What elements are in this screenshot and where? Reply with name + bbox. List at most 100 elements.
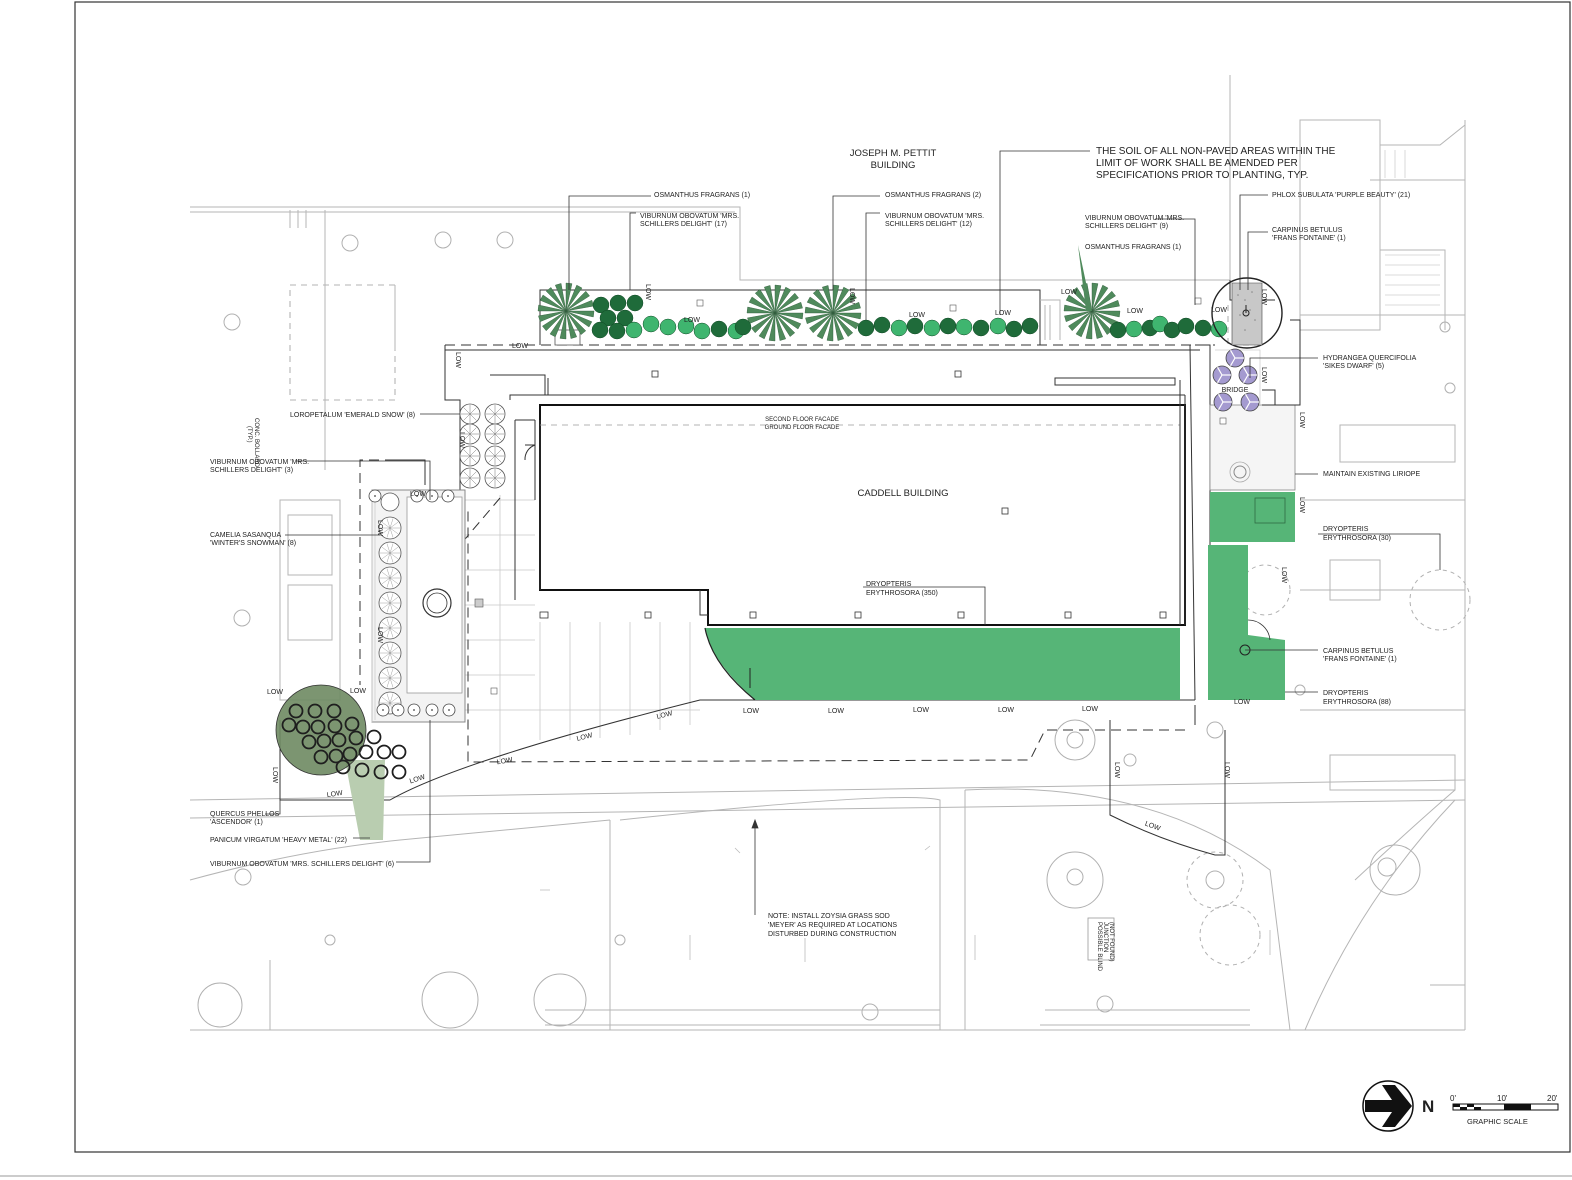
viburnum-shrub <box>659 318 677 336</box>
ground-floor-facade-label: GROUND FLOOR FACADE <box>765 425 840 431</box>
panicum-grass <box>281 717 297 733</box>
callout-viburnum-6: VIBURNUM OBOVATUM 'MRS. SCHILLERS DELIGH… <box>210 861 394 868</box>
scale-title: GRAPHIC SCALE <box>1467 1117 1528 1126</box>
caddell-building-label: CADDELL BUILDING <box>858 488 949 499</box>
viburnum-shrub <box>923 319 941 337</box>
low-marker: LOW <box>267 689 283 696</box>
panicum-leader-wedge <box>345 760 385 840</box>
leader-lines <box>265 150 1441 915</box>
low-marker: LOW <box>512 343 528 350</box>
camelia-shrub <box>380 492 400 512</box>
loropetalum-shrub <box>484 445 506 467</box>
low-marker: LOW <box>743 708 759 715</box>
hydrangea-shrub <box>1212 365 1232 385</box>
low-marker: LOW <box>848 288 855 304</box>
viburnum-shrub <box>1021 317 1039 335</box>
viburnum-shrub <box>857 319 875 337</box>
callout-quercus: 'ASCENDOR' (1) <box>210 819 263 826</box>
pettit-building-label: JOSEPH M. PETTIT <box>850 148 937 159</box>
panicum-grass <box>366 729 382 745</box>
low-marker: LOW <box>1127 308 1143 315</box>
low-grade-markers: LOW LOW LOW LOW LOW LOW LOW LOW LOW LOW LOW LOW LOW L… <box>267 284 1305 833</box>
osmanthus-leader-wedge <box>1078 245 1092 311</box>
panicum-grass <box>307 703 323 719</box>
sod-note-line: 'MEYER' AS REQUIRED AT LOCATIONS <box>768 922 897 929</box>
pettit-building-label-line2: BUILDING <box>871 160 916 171</box>
viburnum-shrub <box>1109 321 1127 339</box>
low-marker: LOW <box>909 312 925 319</box>
viburnum-shrub <box>1210 320 1228 338</box>
low-marker: LOW <box>995 310 1011 317</box>
low-marker: LOW <box>1234 699 1250 706</box>
callout-loropetalum: LOROPETALUM 'EMERALD SNOW' (8) <box>290 412 415 419</box>
low-marker: LOW <box>998 707 1014 714</box>
general-note: THE SOIL OF ALL NON-PAVED AREAS WITHIN T… <box>1096 146 1336 181</box>
callout-osmanthus-2: OSMANTHUS FRAGRANS (2) <box>885 192 981 199</box>
low-marker: LOW <box>684 317 700 324</box>
bollard-note-line2: (TYP.) <box>246 426 252 443</box>
low-marker: LOW <box>1298 412 1305 428</box>
callout-dryopteris-30: ERYTHROSORA (30) <box>1323 535 1391 542</box>
panicum-grass <box>376 744 392 760</box>
carpinus-tree-top <box>1211 277 1283 349</box>
callout-viburnum-9: VIBURNUM OBOVATUM 'MRS. <box>1085 215 1184 222</box>
second-floor-facade-label: SECOND FLOOR FACADE <box>765 417 839 423</box>
low-marker: LOW <box>410 491 426 498</box>
viburnum-shrub <box>677 317 695 335</box>
callout-panicum: PANICUM VIRGATUM 'HEAVY METAL' (22) <box>210 837 347 844</box>
low-marker: LOW <box>1082 706 1098 713</box>
low-marker: LOW <box>1113 762 1120 778</box>
north-arrow-letter: N <box>1422 1097 1434 1116</box>
viburnum-shrub-row <box>591 294 1228 340</box>
loropetalum-shrub <box>484 403 506 425</box>
viburnum-small-shrub <box>410 489 424 503</box>
loropetalum-shrub <box>459 403 481 425</box>
loropetalum-shrub <box>459 467 481 489</box>
viburnum-shrub <box>608 322 626 340</box>
callout-carpinus-bottom: 'FRANS FONTAINE' (1) <box>1323 656 1397 663</box>
callout-camelia: CAMELIA SASANQUA <box>210 532 282 539</box>
viburnum-small-shrub <box>425 489 439 503</box>
viburnum-shrub <box>592 296 610 314</box>
low-marker: LOW <box>271 767 278 783</box>
viburnum-shrub <box>734 318 752 336</box>
junction-note-line3: (NOT FOUND) <box>1108 922 1114 962</box>
viburnum-shrub <box>616 309 634 327</box>
low-marker: LOW <box>1223 762 1230 778</box>
viburnum-shrub <box>1005 320 1023 338</box>
callout-phlox: PHLOX SUBULATA 'PURPLE BEAUTY' (21) <box>1272 192 1410 199</box>
hydrangea-shrub <box>1238 365 1258 385</box>
callout-camelia: 'WINTER'S SNOWMAN' (8) <box>210 540 296 547</box>
callout-viburnum-3: VIBURNUM OBOVATUM 'MRS. <box>210 459 309 466</box>
low-marker: LOW <box>458 432 465 448</box>
loropetalum-shrub <box>484 467 506 489</box>
camelia-shrub <box>378 641 402 665</box>
viburnum-shrub <box>693 322 711 340</box>
callout-viburnum-12: VIBURNUM OBOVATUM 'MRS. <box>885 213 984 220</box>
scale-tick-0: 0' <box>1450 1094 1456 1103</box>
viburnum-small-shrub <box>425 703 439 717</box>
callout-dryopteris-88: ERYTHROSORA (88) <box>1323 699 1391 706</box>
scale-tick-20: 20' <box>1547 1094 1558 1103</box>
bridge-label: BRIDGE <box>1222 387 1249 394</box>
low-marker: LOW <box>454 352 461 368</box>
panicum-grass <box>327 718 343 734</box>
panicum-grass <box>301 734 317 750</box>
osmanthus-tree <box>804 284 862 342</box>
viburnum-small-shrub <box>407 703 421 717</box>
dryopteris-30-area <box>1210 492 1295 542</box>
bollard-note: CONC. BOLLARD <box>253 418 259 468</box>
callout-viburnum-12: SCHILLERS DELIGHT' (12) <box>885 221 972 228</box>
callout-carpinus-bottom: CARPINUS BETULUS <box>1323 648 1394 655</box>
callout-dryopteris-350: ERYTHROSORA (350) <box>866 590 938 597</box>
sod-note-line: NOTE: INSTALL ZOYSIA GRASS SOD <box>768 913 890 920</box>
panicum-grass <box>344 716 360 732</box>
general-note-line: THE SOIL OF ALL NON-PAVED AREAS WITHIN T… <box>1096 146 1336 157</box>
panicum-grass <box>358 744 374 760</box>
existing-site-linework <box>189 75 1471 1031</box>
panicum-grass <box>373 764 389 780</box>
viburnum-shrub <box>1177 317 1195 335</box>
sheet-border <box>74 1 1571 1153</box>
hydrangea-shrub <box>1240 392 1260 412</box>
viburnum-shrub <box>939 317 957 335</box>
